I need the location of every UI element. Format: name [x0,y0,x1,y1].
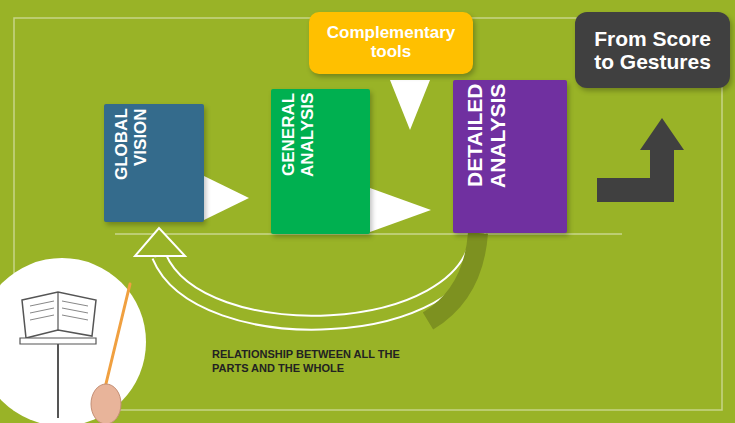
callout-box: From Score to Gestures [575,12,730,88]
flow-connector [135,228,478,323]
curve-outline [159,233,478,323]
arrow-head [135,228,185,256]
conductor-illustration [0,258,146,423]
edge-label-text: RELATIONSHIP BETWEEN ALL THE PARTS AND T… [212,348,400,374]
book-spine [57,292,58,330]
illustration-disc [0,258,146,423]
edge-label: RELATIONSHIP BETWEEN ALL THE PARTS AND T… [212,348,412,376]
arrow-triangle [370,188,431,232]
arrow-triangle [204,176,249,220]
curve-body [159,233,478,323]
hand [91,384,121,423]
callout-box: Complementary tools [309,12,473,74]
flow-connector [204,176,249,220]
stage-box: GLOBAL VISION [104,104,204,222]
stage-box: DETAILED ANALYSIS [453,80,567,233]
stage-box: GENERAL ANALYSIS [271,89,370,234]
box-text: DETAILED ANALYSIS [463,84,509,224]
music-lines [30,301,88,320]
music-book [22,292,96,338]
elbow-arrow [597,118,684,202]
flow-connector [597,118,684,202]
box-text: GLOBAL VISION [113,108,150,218]
flow-connector [390,80,430,130]
box-text: GENERAL ANALYSIS [280,93,317,223]
arrow-triangle [390,80,430,130]
stand-pole [57,344,59,418]
curve-tail [428,233,478,321]
stand-ledge [20,338,96,344]
box-text: From Score to Gestures [585,27,720,73]
flow-connector [370,188,431,232]
baton [104,284,130,392]
box-text: Complementary tools [319,24,463,61]
